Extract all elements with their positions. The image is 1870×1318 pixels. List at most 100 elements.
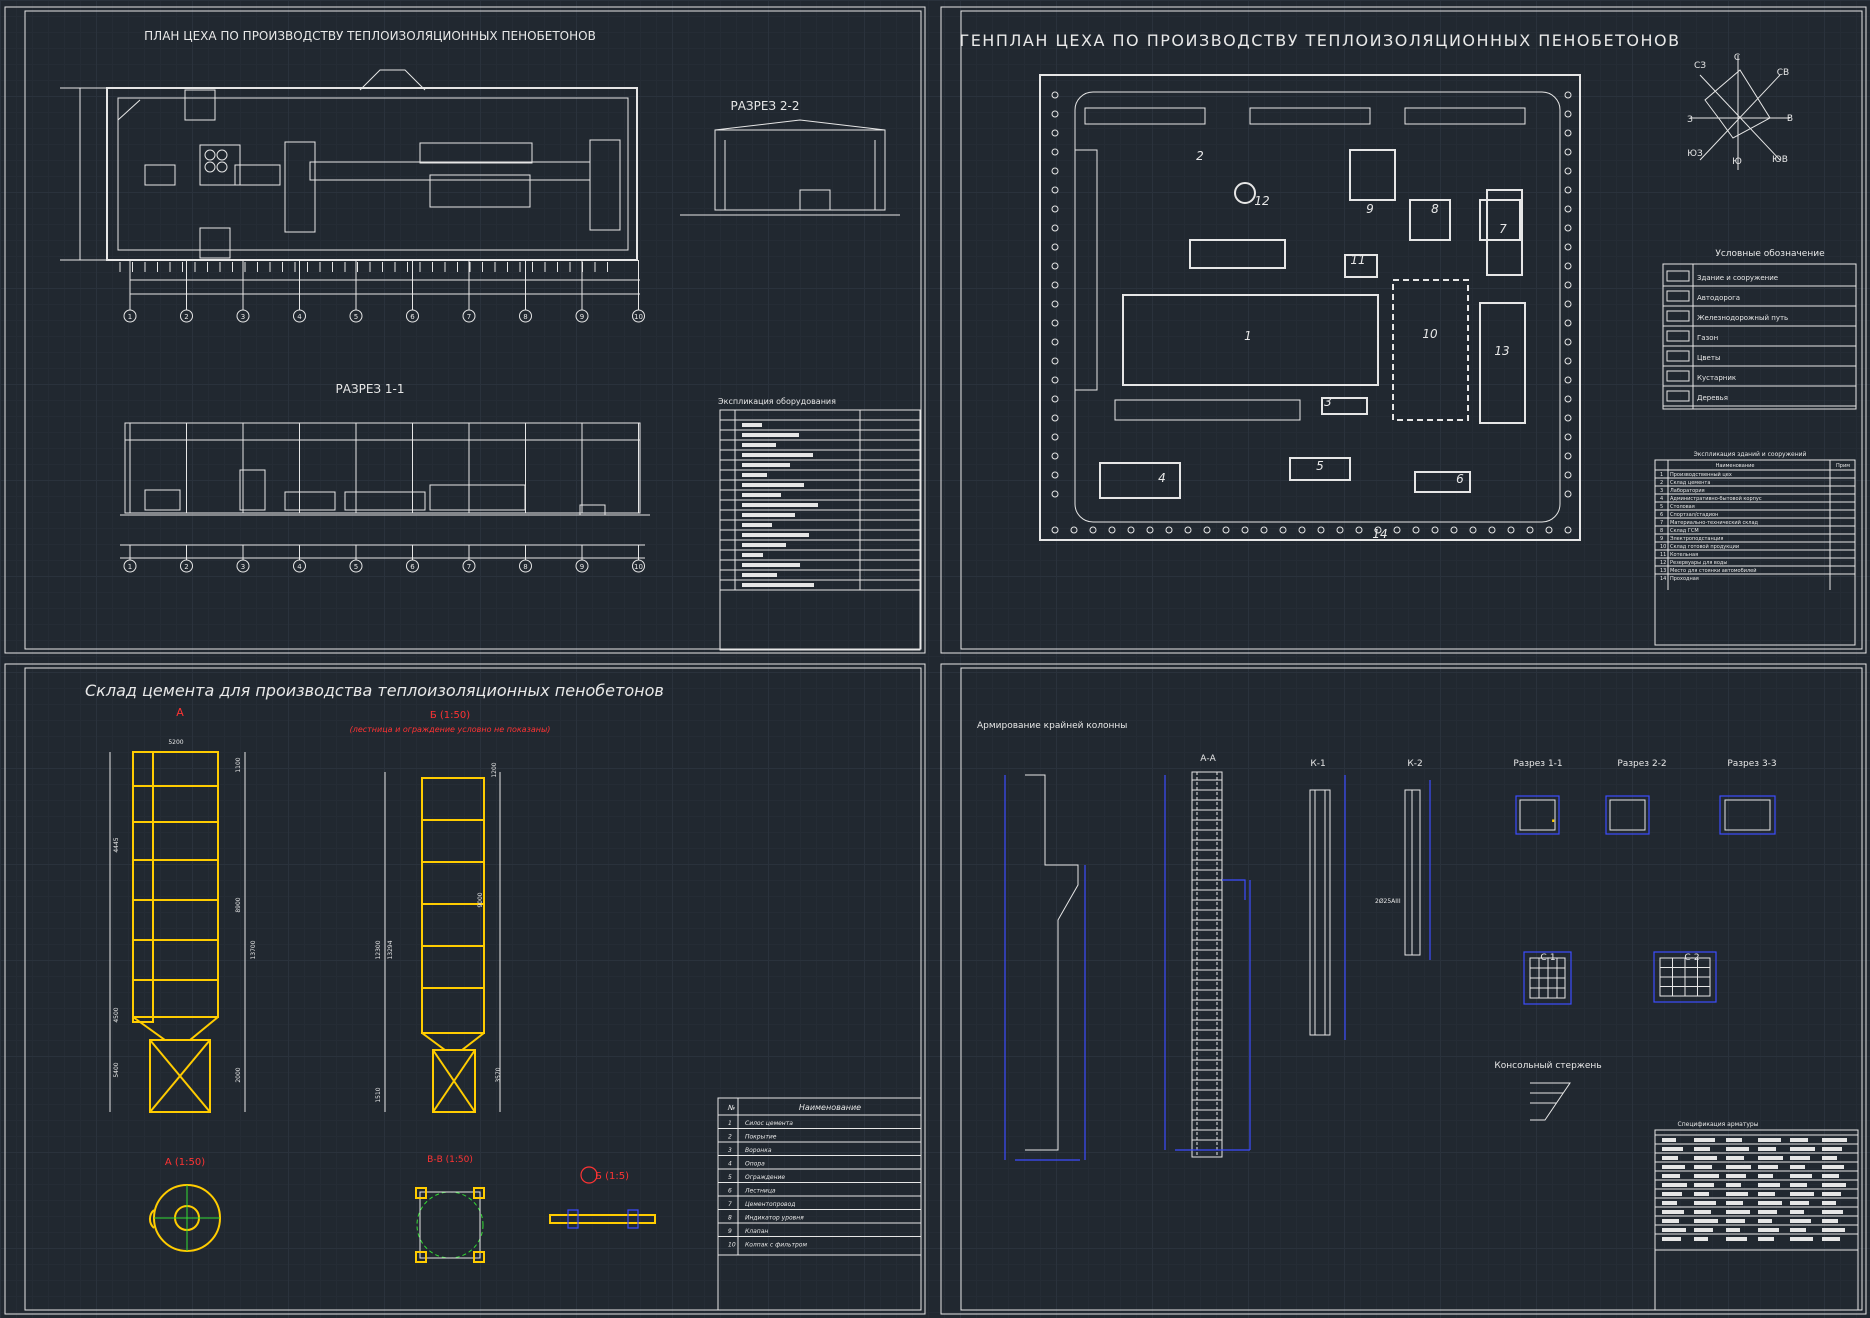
- building-number: 9: [1366, 202, 1374, 216]
- view-b-note: (лестница и ограждение условно не показа…: [350, 725, 551, 734]
- plan-axis-bubble: [180, 309, 193, 323]
- building-number: 12: [1254, 194, 1269, 208]
- cement-row-index: 9: [728, 1228, 732, 1235]
- section-axis-number: 10: [634, 563, 643, 571]
- cement-row-name: Индикатор уровня: [745, 1215, 804, 1222]
- plan-title-block: [719, 589, 921, 651]
- section-axis-number: 4: [297, 563, 302, 571]
- cement-row-index: 7: [728, 1201, 732, 1208]
- cement-row-name: Силос цемента: [745, 1120, 793, 1127]
- cement-row-index: 4: [728, 1161, 732, 1168]
- column-elevation: [1025, 774, 1079, 1151]
- cement-row-index: 8: [728, 1215, 732, 1222]
- plan-axis-bubble: [349, 309, 363, 323]
- view-vv-title: В-В (1:50): [427, 1155, 473, 1165]
- cement-row-name: Цементопровод: [745, 1201, 795, 1208]
- compass-label: ЮЗ: [1687, 149, 1703, 159]
- explication-index: 9: [1660, 536, 1663, 542]
- cement-dimension: 3570: [495, 1067, 502, 1082]
- genplan-buildings: [1099, 149, 1526, 499]
- legend-item: Цветы: [1697, 354, 1720, 362]
- section-axis-bubble: [180, 559, 193, 573]
- building-number: 6: [1456, 472, 1464, 486]
- equipment-table-caption: Экспликация оборудования: [718, 397, 836, 406]
- plan-axis-bubble: [462, 309, 476, 323]
- explication-item: Склад цемента: [1670, 480, 1710, 486]
- explication-index: 8: [1660, 528, 1663, 534]
- explication-index: 3: [1660, 488, 1663, 494]
- compass-label: В: [1787, 114, 1793, 124]
- column-sections: .: [1515, 795, 1776, 835]
- cement-row-index: 10: [728, 1242, 736, 1249]
- cement-dimension: 13700: [250, 940, 257, 959]
- view-vv-drawing: [415, 1187, 485, 1263]
- cement-table-header: №: [727, 1104, 735, 1112]
- legend-box: [1662, 263, 1857, 410]
- compass-label: ЮВ: [1772, 155, 1788, 165]
- plan-axis-number: 8: [523, 313, 527, 321]
- section-axis-bubble: [236, 559, 250, 573]
- compass-label: З: [1687, 115, 1693, 125]
- section-axis-number: 6: [410, 563, 415, 571]
- plan-axis-bubble: [519, 309, 532, 323]
- explication-item: Производственный цех: [1670, 471, 1732, 478]
- cement-dimension: 9000: [477, 892, 484, 907]
- section-axis-number: 8: [523, 563, 527, 571]
- silo-front-view: [132, 751, 219, 1113]
- genplan-title: ГЕНПЛАН ЦЕХА ПО ПРОИЗВОДСТВУ ТЕПЛОИЗОЛЯЦ…: [959, 31, 1680, 50]
- building-number: 8: [1431, 202, 1439, 216]
- section-axis-number: 9: [580, 563, 584, 571]
- plan-axis-bubble: [123, 309, 137, 323]
- plan-section-11-title: РАЗРЕЗ 1-1: [335, 382, 404, 396]
- plan-axis-number: 5: [354, 313, 358, 321]
- sheet-genplan: ГЕНПЛАН ЦЕХА ПО ПРОИЗВОДСТВУ ТЕПЛОИЗОЛЯЦ…: [959, 31, 1857, 646]
- building-number: 4: [1158, 471, 1166, 485]
- cement-mark-a: А: [176, 706, 184, 719]
- building-number: 14: [1372, 527, 1387, 541]
- plan-axis-bubble: [293, 309, 306, 323]
- plan-building-outline: [106, 87, 638, 261]
- cement-row-index: 2: [728, 1134, 732, 1141]
- cement-dimension: 1200: [491, 762, 498, 777]
- explication-index: 1: [1660, 472, 1663, 478]
- section-axis-number: 1: [128, 563, 132, 571]
- explication-index: 6: [1660, 512, 1663, 518]
- explication-header: Наименование: [1716, 463, 1755, 469]
- sheet-frames: [4, 6, 1867, 1315]
- sheet-column: Армирование крайней колонны А-А К-1 К-2: [977, 721, 1859, 1311]
- explication-item: Склад готовой продукции: [1670, 543, 1739, 550]
- plan-axis-number: 3: [241, 313, 245, 321]
- building-number: 7: [1499, 222, 1507, 236]
- section-yellow-mark: .: [1550, 803, 1556, 827]
- explication-item: Резервуары для воды: [1670, 560, 1727, 566]
- k2-title: К-2: [1407, 759, 1422, 769]
- cement-row-name: Покрытие: [745, 1134, 777, 1141]
- plan-section-22-title: РАЗРЕЗ 2-2: [730, 99, 799, 113]
- column-aa-drawing: [1191, 771, 1223, 1158]
- cement-row-index: 5: [728, 1174, 732, 1181]
- view-b-title: Б (1:50): [430, 710, 470, 721]
- explication-item: Электроподстанция: [1670, 536, 1723, 542]
- plan-axis-number: 10: [634, 313, 643, 321]
- section-axis-bubble: [123, 559, 137, 573]
- k1-title: К-1: [1310, 759, 1325, 769]
- legend-item: Автодорога: [1697, 294, 1740, 302]
- cement-dimension: 1510: [375, 1087, 382, 1102]
- building-number: 3: [1324, 395, 1332, 409]
- explication-item: Столовая: [1670, 504, 1695, 510]
- sheet-plan: ПЛАН ЦЕХА ПО ПРОИЗВОДСТВУ ТЕПЛОИЗОЛЯЦИОН…: [60, 29, 921, 651]
- section-axis-bubble: [632, 559, 645, 573]
- cement-row-name: Лестница: [744, 1188, 776, 1195]
- explication-item: Место для стоянки автомобилей: [1670, 567, 1756, 574]
- compass-label: СЗ: [1694, 61, 1706, 71]
- section-axis-bubble: [575, 559, 589, 573]
- explication-table: [1654, 459, 1856, 646]
- site-boundary: [1039, 74, 1581, 541]
- plan-axis-number: 2: [184, 313, 188, 321]
- cement-row-name: Колпак с фильтром: [745, 1242, 807, 1249]
- explication-item: Административно-бытовой корпус: [1670, 495, 1762, 502]
- console-title: Консольный стержень: [1494, 1061, 1601, 1071]
- section-axis-number: 2: [184, 563, 188, 571]
- column-title: Армирование крайней колонны: [977, 721, 1127, 731]
